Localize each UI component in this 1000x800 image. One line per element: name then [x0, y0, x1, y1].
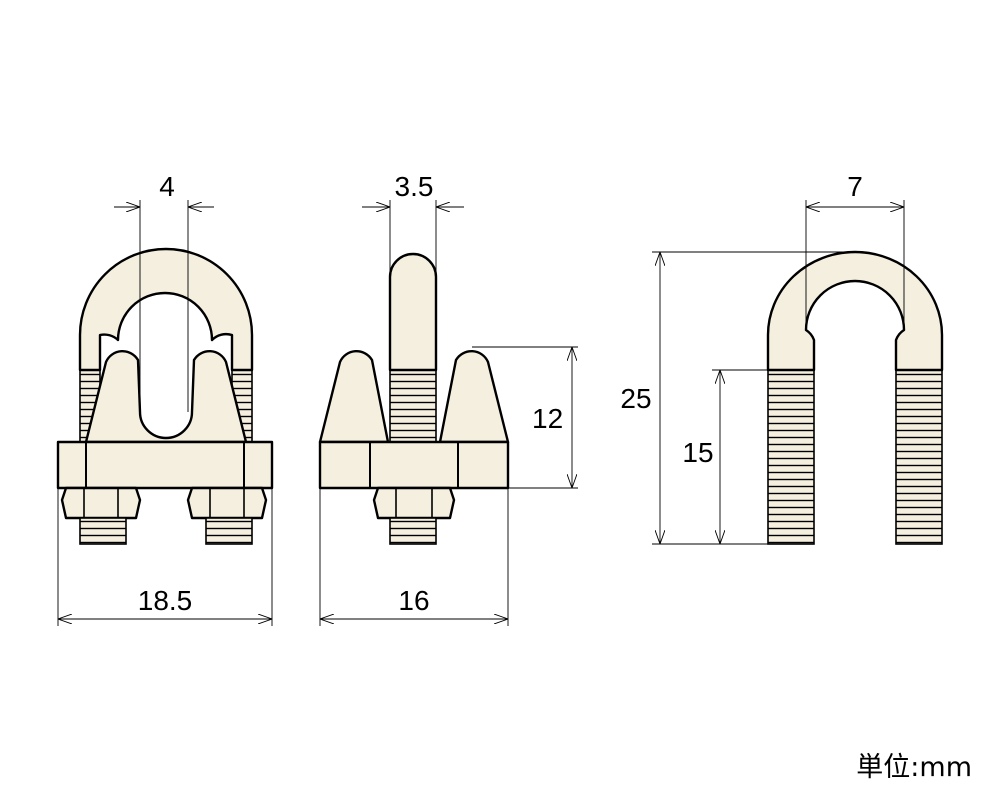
front-right-thread-lower	[205, 517, 253, 545]
dim-label-ubolt-inner-width: 7	[847, 171, 863, 202]
front-view: 4 18.5	[56, 171, 274, 626]
side-nut	[372, 486, 456, 520]
dim-front-rope-gap: 4	[114, 171, 214, 412]
front-ubolt	[78, 247, 254, 372]
side-view: 3.5 12 16	[318, 171, 578, 626]
front-left-nut	[60, 486, 142, 520]
dim-label-ubolt-total-height: 25	[620, 383, 651, 414]
unit-label: 単位:mm	[856, 752, 972, 783]
side-left-fin	[318, 350, 390, 444]
side-base-plate	[318, 440, 510, 490]
dim-ubolt-inner-width: 7	[805, 171, 905, 330]
dim-side-width: 16	[319, 488, 509, 626]
side-right-fin	[438, 350, 510, 444]
dim-side-saddle-height: 12	[472, 346, 578, 489]
dim-ubolt-total-height: 25	[620, 251, 856, 545]
ubolt-arch	[766, 250, 944, 372]
side-thread-lower	[389, 517, 437, 545]
front-left-thread-lower	[79, 517, 127, 545]
side-ubolt-rod	[388, 252, 438, 372]
dim-side-ubolt-dia: 3.5	[362, 171, 464, 277]
side-thread-upper	[389, 369, 437, 443]
front-base-plate	[56, 440, 274, 490]
dim-label-side-ubolt-dia: 3.5	[395, 171, 434, 202]
dim-label-side-width: 16	[398, 585, 429, 616]
dim-label-front-width: 18.5	[138, 585, 193, 616]
dim-label-front-rope-gap: 4	[159, 171, 175, 202]
ubolt-right-thread	[895, 369, 943, 545]
ubolt-view: 7 25 15	[620, 171, 944, 545]
ubolt-left-thread	[767, 369, 815, 545]
front-saddle	[84, 350, 248, 444]
dim-label-side-saddle-height: 12	[532, 403, 563, 434]
dim-front-width: 18.5	[57, 488, 273, 626]
dim-label-ubolt-thread-length: 15	[682, 437, 713, 468]
dim-ubolt-thread-length: 15	[682, 369, 768, 545]
front-right-nut	[186, 486, 268, 520]
